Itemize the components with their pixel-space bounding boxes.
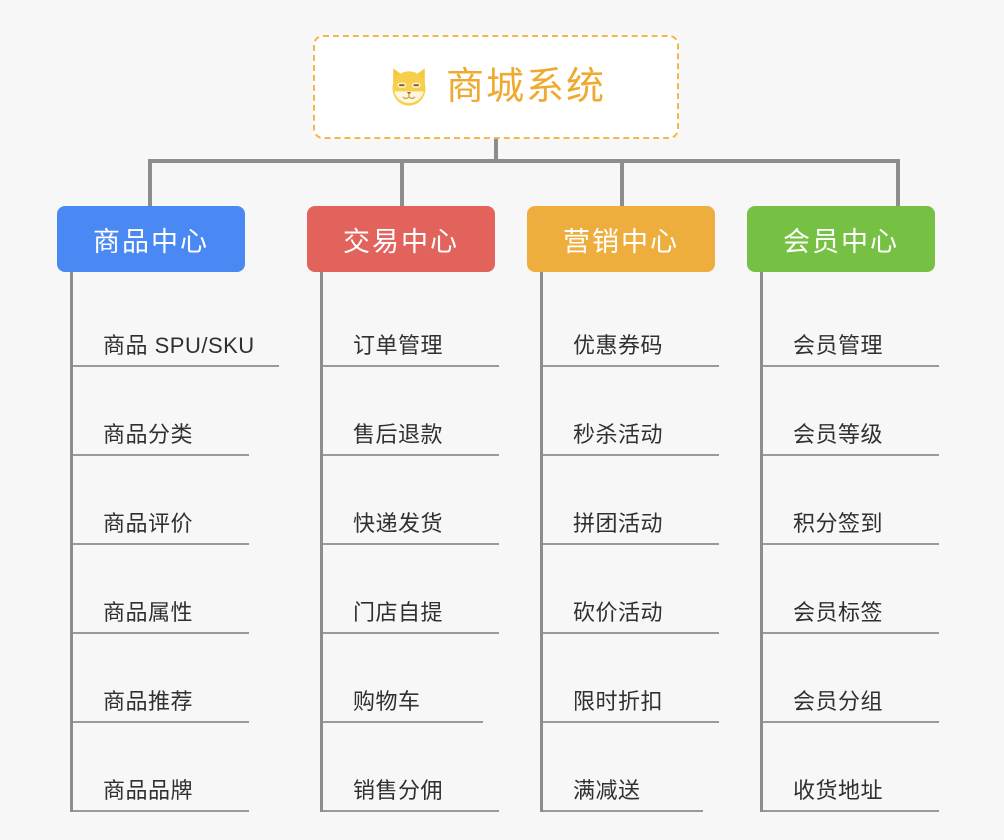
connector-horizontal-bus [148, 159, 900, 163]
list-item[interactable]: 会员分组 [763, 634, 939, 723]
list-item-label: 拼团活动 [573, 511, 664, 536]
list-item-label: 门店自提 [353, 600, 444, 625]
connector-root-stub [494, 139, 498, 161]
column-member-center: 会员中心 会员管理 会员等级 积分签到 会员标签 会员分组 收货地址 [747, 206, 967, 812]
list-item[interactable]: 积分签到 [763, 456, 939, 545]
list-item[interactable]: 商品属性 [73, 545, 249, 634]
category-title: 会员中心 [783, 226, 899, 257]
list-item[interactable]: 售后退款 [323, 367, 499, 456]
list-item-label: 订单管理 [353, 333, 444, 358]
list-item-label: 优惠券码 [573, 333, 664, 358]
list-item-label: 商品 SPU/SKU [103, 333, 255, 358]
list-item[interactable]: 会员标签 [763, 545, 939, 634]
connector-drop-col-3 [620, 159, 624, 207]
category-title: 商品中心 [93, 226, 209, 257]
list-item[interactable]: 门店自提 [323, 545, 499, 634]
list-item[interactable]: 商品分类 [73, 367, 249, 456]
category-title: 交易中心 [343, 226, 459, 257]
category-title: 营销中心 [563, 226, 679, 257]
connector-drop-col-1 [148, 159, 152, 207]
list-item-label: 会员等级 [793, 422, 884, 447]
list-item[interactable]: 限时折扣 [543, 634, 719, 723]
connector-drop-col-4 [896, 159, 900, 207]
list-item-label: 会员管理 [793, 333, 884, 358]
list-item[interactable]: 会员管理 [763, 278, 939, 367]
root-title: 商城系统 [445, 66, 606, 108]
list-item-label: 售后退款 [353, 422, 444, 447]
list-item[interactable]: 秒杀活动 [543, 367, 719, 456]
list-item-label: 砍价活动 [573, 600, 664, 625]
list-item-label: 会员标签 [793, 600, 884, 625]
list-item[interactable]: 商品推荐 [73, 634, 249, 723]
list-item[interactable]: 优惠券码 [543, 278, 719, 367]
list-item[interactable]: 拼团活动 [543, 456, 719, 545]
list-item-label: 商品属性 [103, 600, 194, 625]
list-item-label: 满减送 [573, 778, 641, 803]
category-header-商品中心[interactable]: 商品中心 [57, 206, 245, 272]
list-item[interactable]: 快递发货 [323, 456, 499, 545]
list-item[interactable]: 商品 SPU/SKU [73, 278, 279, 367]
leaf-list-column-1: 商品 SPU/SKU 商品分类 商品评价 商品属性 商品推荐 商品品牌 [70, 272, 279, 812]
list-item-label: 商品推荐 [103, 689, 194, 714]
list-item[interactable]: 会员等级 [763, 367, 939, 456]
list-item[interactable]: 商品评价 [73, 456, 249, 545]
list-item-label: 商品分类 [103, 422, 194, 447]
list-item[interactable]: 满减送 [543, 723, 703, 812]
category-header-营销中心[interactable]: 营销中心 [527, 206, 715, 272]
list-item[interactable]: 购物车 [323, 634, 483, 723]
column-trade-center: 交易中心 订单管理 售后退款 快递发货 门店自提 购物车 销售分佣 [307, 206, 527, 812]
list-item-label: 商品评价 [103, 511, 194, 536]
list-item-label: 购物车 [353, 689, 421, 714]
column-marketing-center: 营销中心 优惠券码 秒杀活动 拼团活动 砍价活动 限时折扣 满减送 [527, 206, 747, 812]
list-item-label: 快递发货 [353, 511, 444, 536]
list-item-label: 积分签到 [793, 511, 884, 536]
list-item-label: 限时折扣 [573, 689, 664, 714]
leaf-list-column-2: 订单管理 售后退款 快递发货 门店自提 购物车 销售分佣 [320, 272, 527, 812]
root-node[interactable]: 商城系统 [313, 35, 679, 139]
list-item[interactable]: 砍价活动 [543, 545, 719, 634]
leaf-list-column-4: 会员管理 会员等级 积分签到 会员标签 会员分组 收货地址 [760, 272, 967, 812]
column-product-center: 商品中心 商品 SPU/SKU 商品分类 商品评价 商品属性 商品推荐 商品品牌 [57, 206, 279, 812]
list-item-label: 商品品牌 [103, 778, 194, 803]
category-header-会员中心[interactable]: 会员中心 [747, 206, 935, 272]
shiba-dog-emoji-icon [392, 68, 426, 108]
list-item-label: 秒杀活动 [573, 422, 664, 447]
list-item-label: 会员分组 [793, 689, 884, 714]
connector-drop-col-2 [400, 159, 404, 207]
list-item-label: 收货地址 [793, 778, 884, 803]
list-item[interactable]: 销售分佣 [323, 723, 499, 812]
category-header-交易中心[interactable]: 交易中心 [307, 206, 495, 272]
list-item[interactable]: 商品品牌 [73, 723, 249, 812]
list-item[interactable]: 订单管理 [323, 278, 499, 367]
list-item-label: 销售分佣 [353, 778, 444, 803]
list-item[interactable]: 收货地址 [763, 723, 939, 812]
leaf-list-column-3: 优惠券码 秒杀活动 拼团活动 砍价活动 限时折扣 满减送 [540, 272, 747, 812]
